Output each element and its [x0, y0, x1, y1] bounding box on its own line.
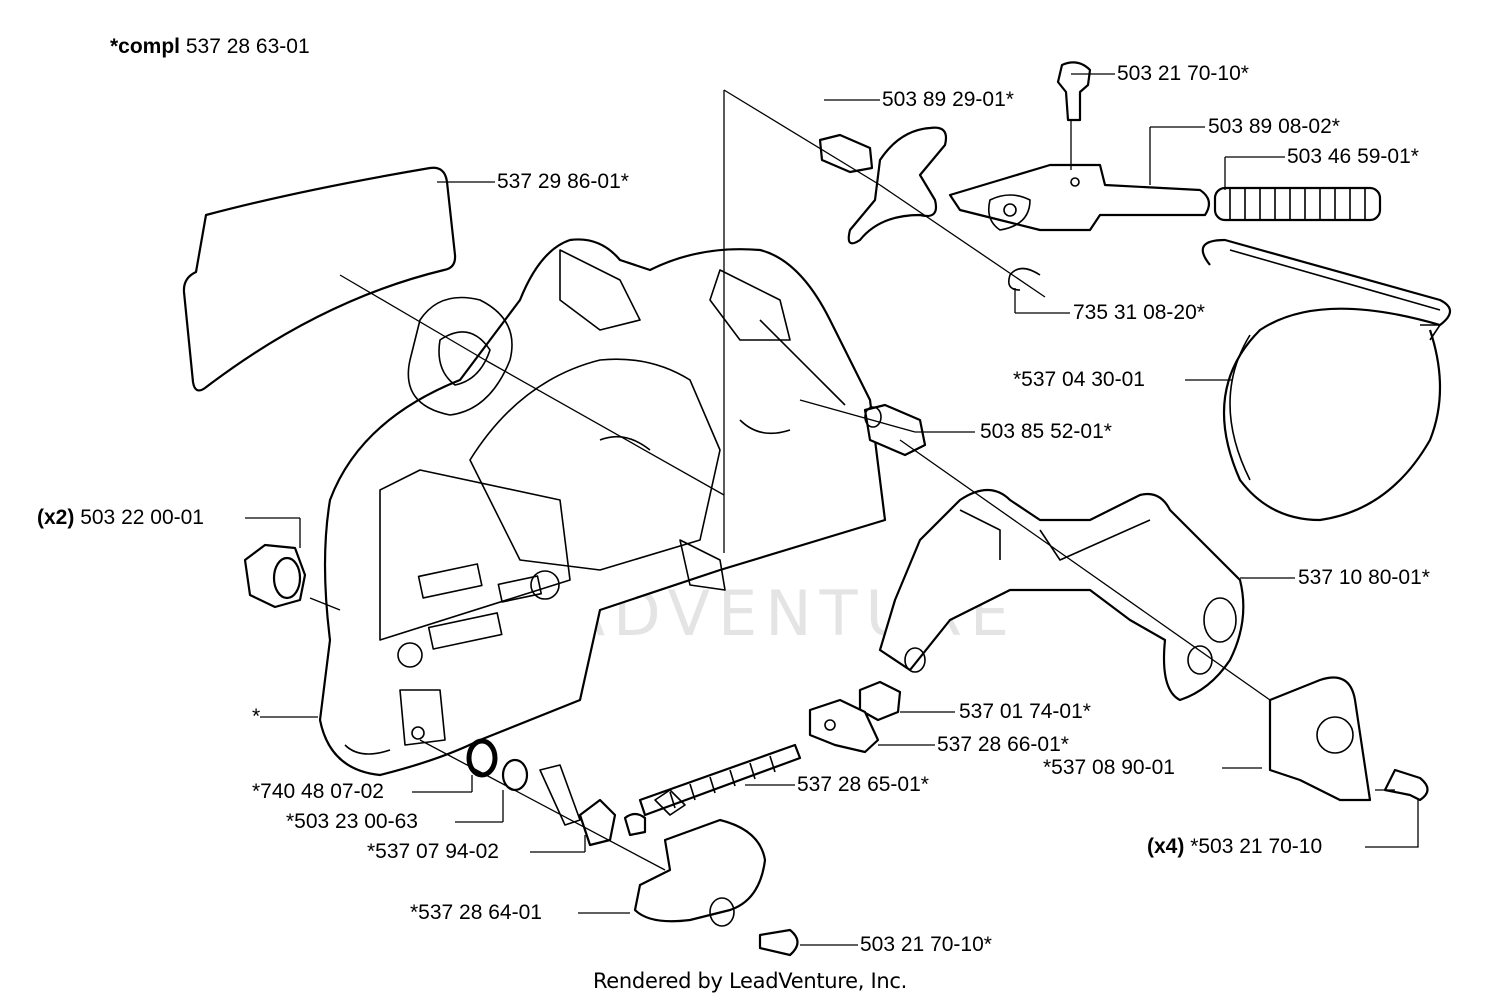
cover-plate-right-part — [1268, 676, 1372, 802]
o-ring-part — [466, 738, 498, 778]
header-number: 537 28 63-01 — [185, 35, 310, 58]
part-label-spring: 503 46 59-01* — [1287, 145, 1419, 168]
gear-part — [539, 764, 617, 847]
part-qty-nut: (x2) — [37, 506, 75, 529]
part-label-nut: (x2) 503 22 00-01 — [37, 506, 204, 530]
part-label-brake-band: *537 04 30-01 — [1013, 368, 1145, 391]
part-label-circlip: 735 31 08-20* — [1073, 301, 1205, 324]
cover-bracket-part — [878, 488, 1245, 702]
pin-part — [818, 133, 874, 174]
part-label-screw-top: 503 21 70-10* — [1117, 62, 1249, 85]
cover-plate-left-part — [633, 818, 767, 927]
clutch-cover-part — [318, 238, 887, 777]
screw-top-part — [1056, 61, 1092, 122]
part-label-cover-asterisk: * — [252, 705, 261, 728]
part-label-sleeve: 503 85 52-01* — [980, 420, 1112, 443]
part-label-chain-tensioner-nut: 537 01 74-01* — [959, 700, 1091, 723]
sleeve-part — [863, 403, 927, 457]
adjusting-screw-part — [623, 743, 802, 837]
header-prefix: *compl — [110, 35, 181, 58]
part-label-cover-plate-left: *537 28 64-01 — [410, 901, 542, 924]
screw-bottom-part — [758, 928, 799, 957]
tensioner-block-part — [808, 698, 880, 754]
footer-credit: Rendered by LeadVenture, Inc. — [592, 969, 908, 993]
assembly-header: *compl 537 28 63-01 — [110, 35, 310, 59]
part-label-cover-plate-right: *537 08 90-01 — [1043, 756, 1175, 779]
part-label-adjusting-screw: 537 28 65-01* — [797, 773, 929, 796]
knee-joint-part — [948, 163, 1211, 232]
part-label-tensioner-block: 537 28 66-01* — [937, 733, 1069, 756]
part-qty-screw-right: (x4) — [1147, 835, 1185, 858]
part-label-o-ring: *740 48 07-02 — [252, 780, 384, 803]
part-label-knee-joint: 503 89 08-02* — [1208, 115, 1340, 138]
part-number-nut: 503 22 00-01 — [80, 506, 204, 529]
part-number-screw-right: *503 21 70-10 — [1190, 835, 1323, 858]
part-label-decal: 537 29 86-01* — [497, 170, 629, 193]
circlip-part — [1007, 267, 1041, 291]
spring-part — [1213, 186, 1382, 222]
part-label-screw-right: (x4) *503 21 70-10 — [1147, 835, 1322, 859]
leader-lines — [245, 73, 1419, 946]
part-label-chain-stop-pin: 503 89 29-01* — [882, 88, 1014, 111]
part-label-cover-bracket: 537 10 80-01* — [1298, 566, 1430, 589]
part-label-washer: *503 23 00-63 — [286, 810, 418, 833]
part-label-gear: *537 07 94-02 — [367, 840, 499, 863]
brake-lever-part — [847, 126, 948, 245]
screw-right-part — [1383, 768, 1429, 802]
part-label-screw-bottom: 503 21 70-10* — [860, 933, 992, 956]
brake-band-part — [1201, 238, 1452, 522]
nut-part — [243, 543, 307, 609]
decal-part — [182, 166, 457, 392]
